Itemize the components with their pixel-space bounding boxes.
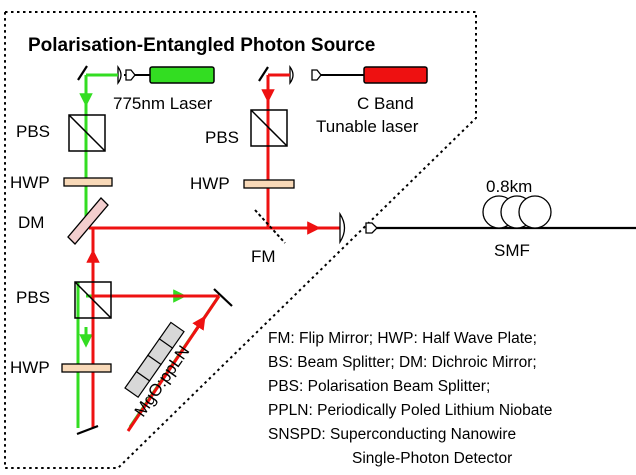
legend-line: BS: Beam Splitter; DM: Dichroic Mirror; [268,354,537,371]
green-collimator-lens [117,65,122,85]
loop-mirror-right [213,288,233,307]
smf-label: SMF [494,241,530,260]
source-title: Polarisation-Entangled Photon Source [28,35,375,56]
pbs-label-loop: PBS [16,288,50,307]
pbs-cube-loop [74,281,112,319]
red-laser [363,66,428,84]
output-fiber-connector [365,222,378,234]
pbs-cube-red [250,109,288,147]
pbs-label-green: PBS [16,122,50,141]
hwp-label-red: HWP [190,174,230,193]
legend-line: FM: Flip Mirror; HWP: Half Wave Plate; [268,330,537,347]
hwp-green [63,177,113,187]
flip-mirror [254,209,286,244]
legend-line: PPLN: Periodically Poled Lithium Niobate [268,402,552,419]
red-collimator-lens [289,65,294,85]
ppln-crystal [124,321,185,399]
fm-label: FM [251,247,276,266]
hwp-red [243,179,295,189]
hwp-label-green: HWP [10,173,50,192]
loop-mirror-bottom [76,424,99,436]
hwp-loop [61,363,112,373]
green-fiber-connector [125,69,136,81]
red-beam-arrows [86,83,321,334]
red-laser-label-1: C Band [357,94,414,113]
red-fiber-connector [311,69,322,81]
green-turn-mirror [77,65,88,81]
dm-label: DM [18,213,44,232]
green-beam-arrows [79,86,187,348]
green-laser-label: 775nm Laser [113,94,213,113]
source-enclosure-border [4,11,477,469]
hwp-label-loop: HWP [10,358,50,377]
abbreviation-legend: FM: Flip Mirror; HWP: Half Wave Plate; B… [268,330,552,467]
output-collimator-lens [339,211,346,245]
fiber-length-label: 0.8km [486,177,532,196]
red-turn-mirror [258,66,269,82]
pbs-label-red: PBS [205,128,239,147]
legend-line: Single-Photon Detector [352,450,512,467]
pbs-cube-green [68,114,106,152]
green-laser [149,66,215,84]
legend-line: PBS: Polarisation Beam Splitter; [268,378,490,395]
dichroic-mirror [67,197,109,245]
red-laser-label-2: Tunable laser [316,117,419,136]
legend-line: SNSPD: Superconducting Nanowire [268,426,516,443]
fiber-spool [482,195,552,229]
